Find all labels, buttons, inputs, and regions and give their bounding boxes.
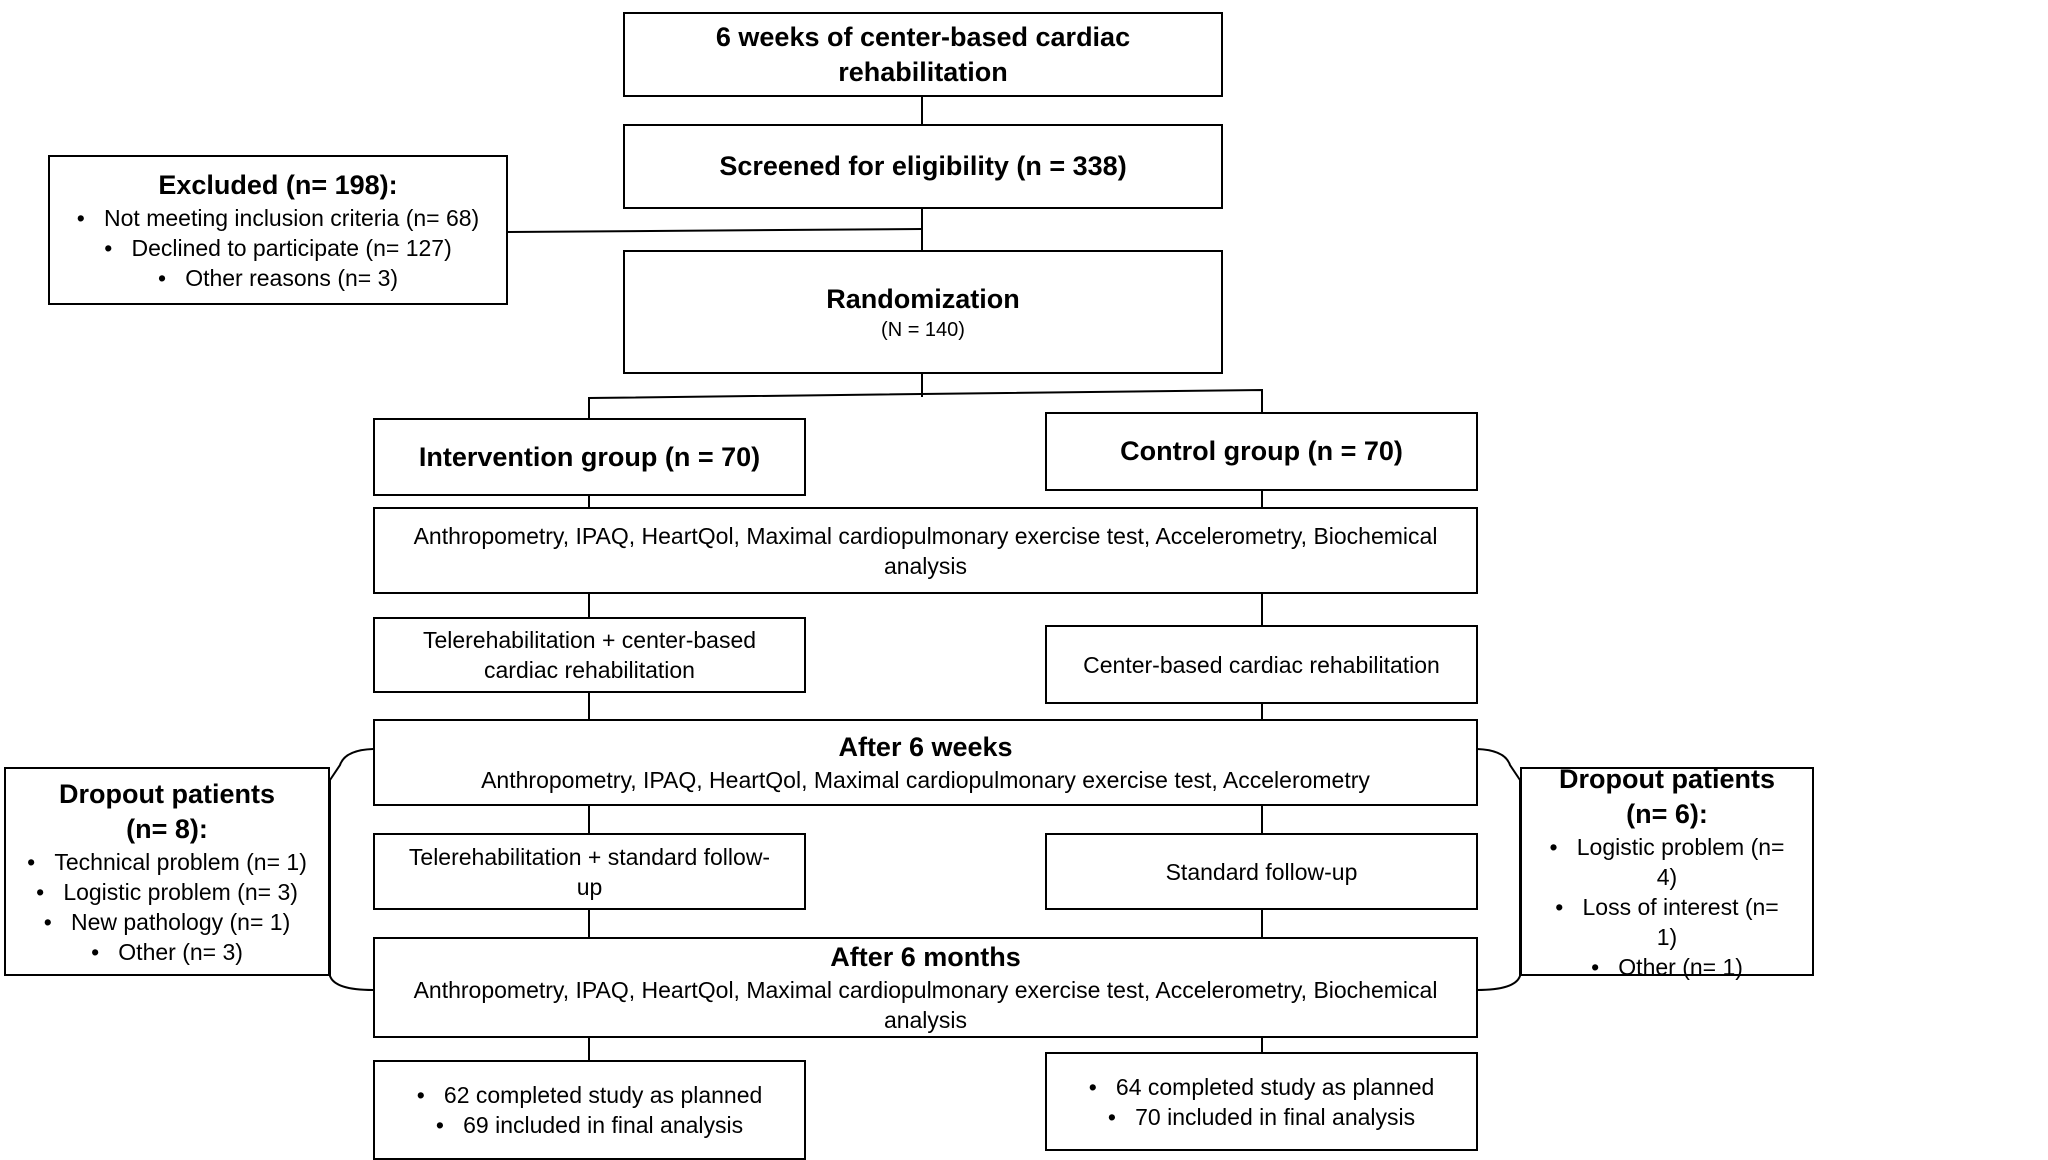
baseline-assessment-text: Anthropometry, IPAQ, HeartQol, Maximal c… — [413, 522, 1438, 579]
randomization-box: Randomization (N = 140) — [623, 250, 1223, 374]
list-item: New pathology (n= 1) — [27, 907, 307, 937]
list-item: 62 completed study as planned — [417, 1080, 762, 1110]
list-item: Other reasons (n= 3) — [77, 263, 479, 293]
intervention-phase2-text: Telerehabilitation + standard follow-up — [408, 843, 771, 900]
control-phase1-box: Center-based cardiac rehabilitation — [1045, 625, 1478, 704]
list-item: Logistic problem (n= 4) — [1542, 832, 1792, 892]
after-6-weeks-box: After 6 weeks Anthropometry, IPAQ, Heart… — [373, 719, 1478, 806]
dropout-right-list: Logistic problem (n= 4) Loss of interest… — [1542, 832, 1792, 982]
control-final-list: 64 completed study as planned 70 include… — [1089, 1072, 1435, 1132]
list-item: 70 included in final analysis — [1089, 1102, 1435, 1132]
control-group-title: Control group (n = 70) — [1120, 436, 1403, 466]
intervention-final-box: 62 completed study as planned 69 include… — [373, 1060, 806, 1160]
intervention-phase1-text: Telerehabilitation + center-based cardia… — [422, 627, 757, 683]
excluded-list: Not meeting inclusion criteria (n= 68) D… — [77, 203, 479, 293]
screening-title: Screened for eligibility (n = 338) — [719, 151, 1127, 181]
list-item: Not meeting inclusion criteria (n= 68) — [77, 203, 479, 233]
control-group-box: Control group (n = 70) — [1045, 412, 1478, 491]
control-phase2-text: Standard follow-up — [1165, 858, 1358, 885]
control-final-box: 64 completed study as planned 70 include… — [1045, 1052, 1478, 1151]
study-start-box: 6 weeks of center-based cardiac rehabili… — [623, 12, 1223, 97]
list-item: Other (n= 1) — [1542, 952, 1792, 982]
after-6-weeks-title: After 6 weeks — [838, 732, 1013, 762]
control-phase2-box: Standard follow-up — [1045, 833, 1478, 910]
list-item: Technical problem (n= 1) — [27, 847, 306, 877]
screening-box: Screened for eligibility (n = 338) — [623, 124, 1223, 209]
list-item: Logistic problem (n= 3) — [27, 877, 307, 907]
intervention-group-box: Intervention group (n = 70) — [373, 418, 806, 496]
excluded-title: Excluded (n= 198): — [158, 169, 398, 200]
after-6-months-text: Anthropometry, IPAQ, HeartQol, Maximal c… — [413, 977, 1438, 1033]
after-6-months-title: After 6 months — [830, 942, 1021, 972]
list-item: 69 included in final analysis — [417, 1110, 763, 1140]
excluded-box: Excluded (n= 198): Not meeting inclusion… — [48, 155, 508, 305]
dropout-right-title: Dropout patients (n= 6): — [1559, 763, 1775, 829]
after-6-months-box: After 6 months Anthropometry, IPAQ, Hear… — [373, 937, 1478, 1038]
list-item: 64 completed study as planned — [1089, 1072, 1434, 1102]
baseline-assessment-box: Anthropometry, IPAQ, HeartQol, Maximal c… — [373, 507, 1478, 594]
list-item: Declined to participate (n= 127) — [77, 233, 479, 263]
intervention-final-list: 62 completed study as planned 69 include… — [417, 1080, 763, 1140]
dropout-left-list: Technical problem (n= 1) Logistic proble… — [27, 847, 307, 967]
intervention-group-title: Intervention group (n = 70) — [418, 441, 761, 472]
intervention-phase1-box: Telerehabilitation + center-based cardia… — [373, 617, 806, 693]
dropout-right-box: Dropout patients (n= 6): Logistic proble… — [1520, 764, 1814, 980]
after-6-weeks-text: Anthropometry, IPAQ, HeartQol, Maximal c… — [481, 767, 1370, 793]
dropout-left-box: Dropout patients (n= 8): Technical probl… — [4, 767, 330, 976]
list-item: Other (n= 3) — [27, 937, 307, 967]
intervention-phase2-box: Telerehabilitation + standard follow-up — [373, 833, 806, 910]
randomization-title: Randomization — [826, 283, 1020, 314]
dropout-left-title: Dropout patients (n= 8): — [59, 778, 275, 844]
study-start-title: 6 weeks of center-based cardiac rehabili… — [715, 21, 1131, 87]
randomization-count: (N = 140) — [881, 318, 965, 341]
control-phase1-text: Center-based cardiac rehabilitation — [1083, 651, 1440, 678]
list-item: Loss of interest (n= 1) — [1542, 892, 1792, 952]
